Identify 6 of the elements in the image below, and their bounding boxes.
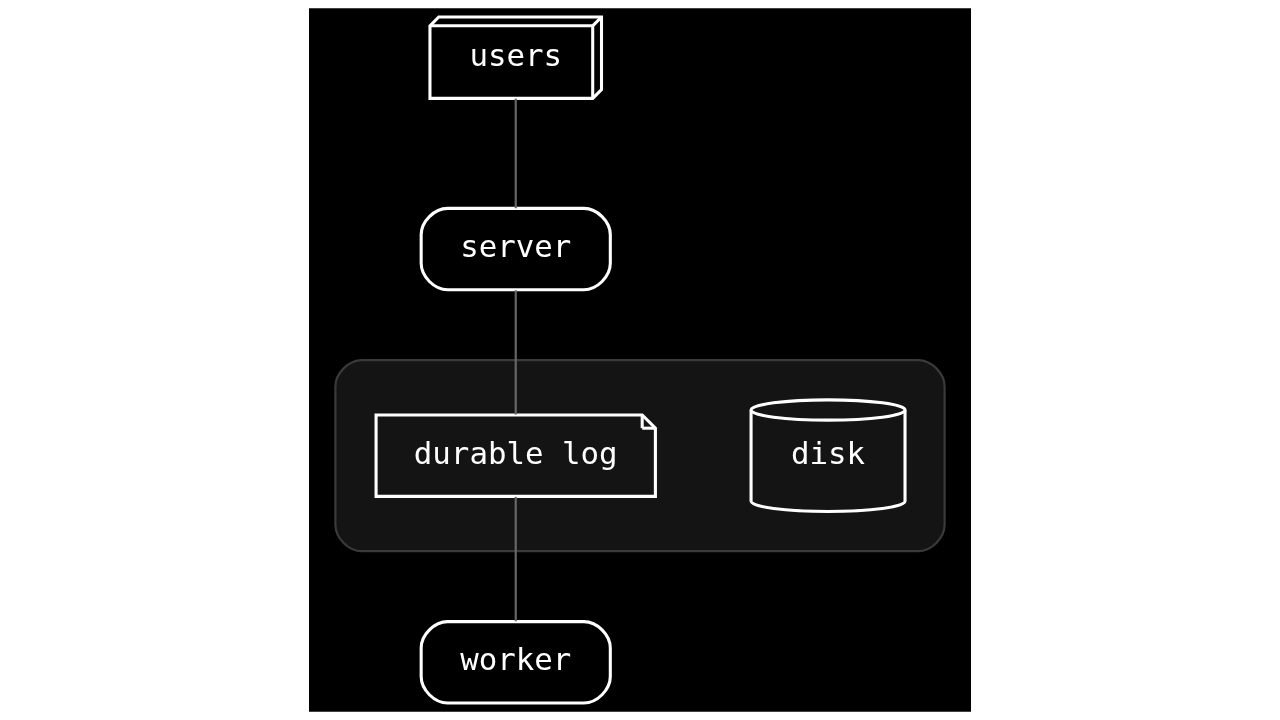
connector xyxy=(514,496,517,622)
node-box: server xyxy=(419,206,612,292)
connector xyxy=(514,290,517,415)
cluster xyxy=(334,359,946,553)
node-box: worker xyxy=(419,620,612,705)
connector xyxy=(514,98,517,209)
